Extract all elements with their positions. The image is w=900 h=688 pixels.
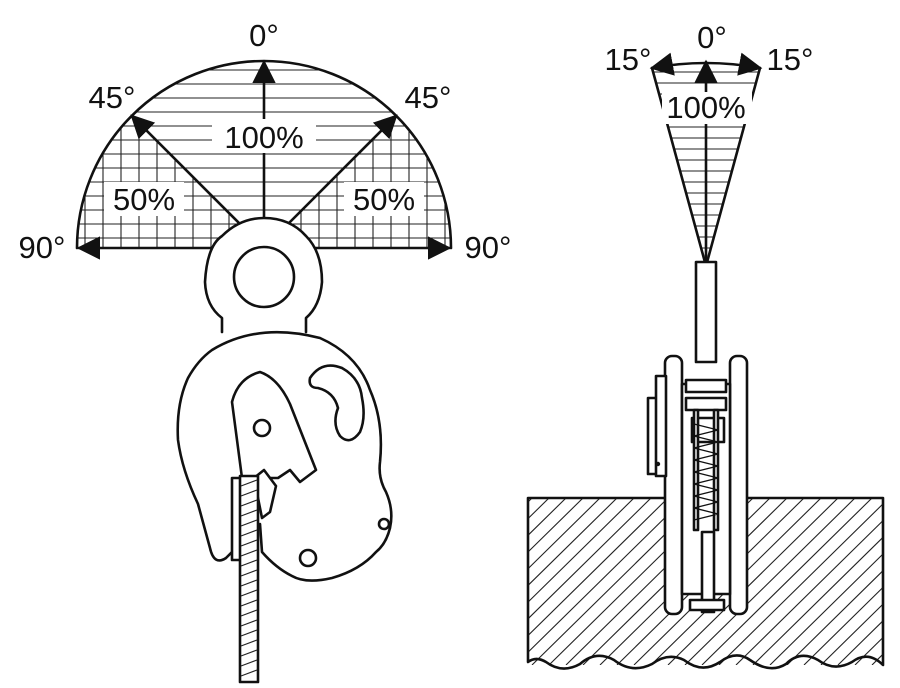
ground-diagonal-hatch — [718, 498, 883, 665]
label-capacity-50-right: 50% — [353, 182, 415, 217]
ground-diagonal-hatch — [528, 498, 584, 665]
ground-diagonal-hatch — [528, 498, 635, 665]
ground-hatched-block — [526, 496, 900, 670]
ground-diagonal-hatch — [803, 498, 883, 665]
ground-diagonal-hatch — [528, 498, 601, 665]
ground-diagonal-hatch — [701, 498, 873, 665]
ground-diagonal-hatch — [667, 498, 839, 665]
label-right-left-15deg: 15° — [605, 42, 652, 77]
plate-hatch-line — [240, 539, 258, 547]
ground-diagonal-hatch — [528, 498, 567, 665]
label-left-45deg: 45° — [89, 80, 136, 115]
shackle-eye — [232, 245, 296, 309]
plate-hatch-line — [240, 489, 258, 497]
ground-diagonal-hatch — [786, 498, 883, 665]
plate-hatch-line — [240, 549, 258, 557]
plate-hatch-line — [240, 509, 258, 517]
label-right-90deg: 90° — [465, 230, 512, 265]
plate-hatch-line — [240, 579, 258, 587]
ground-diagonal-hatch — [528, 498, 550, 665]
plate-hatch-line — [240, 519, 258, 527]
label-right-capacity-100: 100% — [666, 90, 745, 125]
label-right-right-15deg: 15° — [767, 42, 814, 77]
plate-hatch-line — [240, 499, 258, 507]
plate-hatch-line — [240, 569, 258, 577]
ground-diagonal-hatch — [854, 498, 883, 665]
steel-plate-hatched — [238, 474, 260, 684]
right-capacity-diagram: 0° 15° 15° 100% — [526, 20, 900, 670]
ground-diagonal-hatch — [769, 498, 883, 665]
plate-hatch-line — [240, 659, 258, 667]
ground-diagonal-hatch — [889, 498, 900, 665]
label-right-45deg: 45° — [405, 80, 452, 115]
plate-hatch-line — [240, 669, 258, 677]
plate-hatch-line — [240, 609, 258, 617]
ground-diagonal-hatch — [837, 498, 883, 665]
body-bolt — [298, 548, 318, 568]
plate-hatch-line — [240, 639, 258, 647]
plate-hatch-line — [240, 529, 258, 537]
ground-diagonal-hatch — [528, 498, 652, 665]
spring-coil — [693, 423, 719, 521]
ground-diagonal-hatch — [528, 498, 618, 665]
plate-hatch-line — [240, 559, 258, 567]
ground-diagonal-hatch — [528, 498, 686, 665]
ground-diagonal-hatch — [735, 498, 883, 665]
plate-hatch-line — [240, 589, 258, 597]
plate-hatch-line — [240, 599, 258, 607]
side-rivet — [377, 517, 391, 531]
plate-hatch-line — [240, 619, 258, 627]
lifting-clamp-side-view — [646, 260, 749, 616]
ground-diagonal-hatch — [871, 498, 883, 665]
label-right-top-0deg: 0° — [697, 20, 727, 55]
label-left-90deg: 90° — [19, 230, 66, 265]
plate-hatch-line — [240, 479, 258, 487]
plate-hatch-lines — [240, 479, 258, 677]
ground-diagonal-hatch — [528, 498, 669, 665]
lifting-clamp-front-view — [176, 216, 393, 684]
label-capacity-50-left: 50% — [113, 182, 175, 217]
label-top-0deg: 0° — [249, 18, 279, 53]
ground-diagonal-hatch — [684, 498, 856, 665]
jaw-pivot-pin — [252, 418, 272, 438]
left-capacity-diagram: 0° 45° 45° 90° 90° 100% 50% 50% — [19, 18, 512, 684]
plate-hatch-line — [240, 629, 258, 637]
ground-diagonal-hatch — [752, 498, 883, 665]
ground-diagonal-hatch — [820, 498, 883, 665]
label-capacity-100: 100% — [224, 120, 303, 155]
plate-hatch-line — [240, 649, 258, 657]
